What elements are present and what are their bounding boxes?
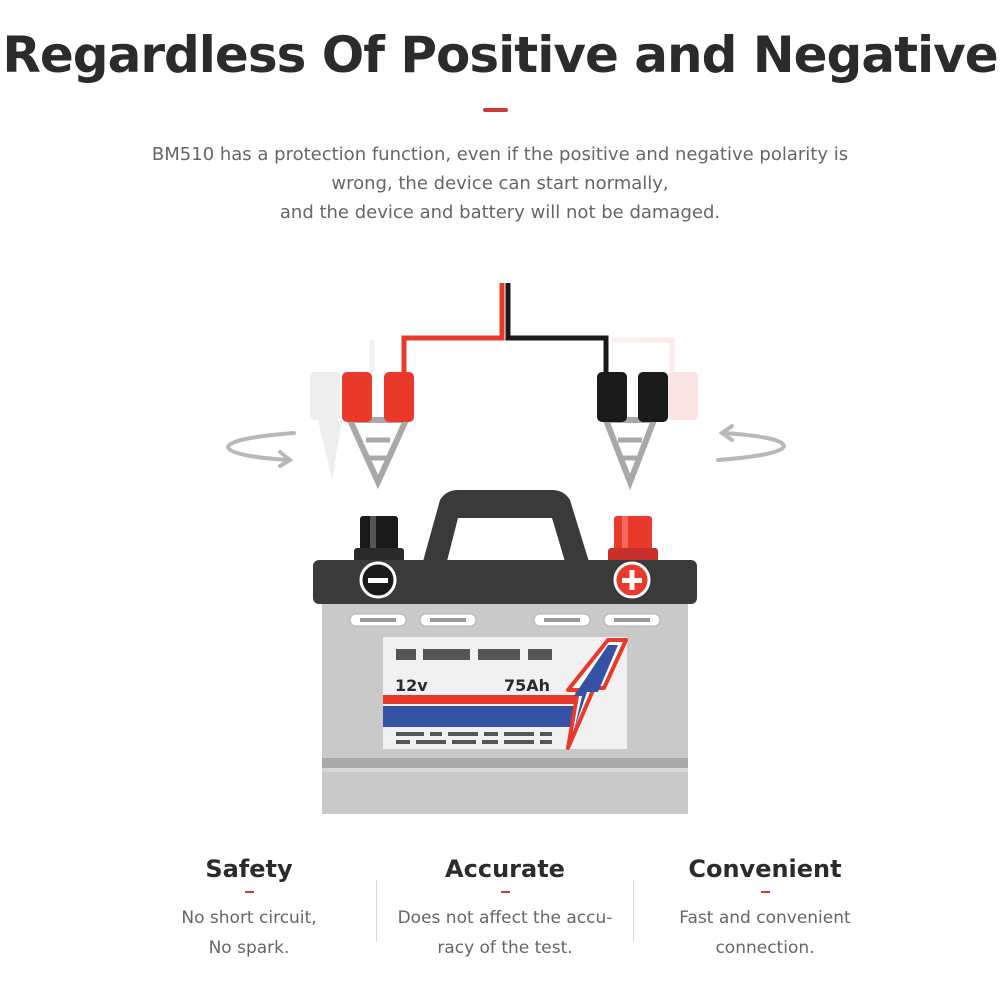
voltage-label: 12v [395,676,428,695]
description-line: and the device and battery will not be d… [279,202,721,223]
feature-description-line: Fast and convenient [679,908,851,928]
feature-title: Convenient [688,855,842,883]
red-clamp [342,372,414,490]
vent-caps [349,613,661,627]
ghost-clamp-right [612,337,698,420]
feature-divider [633,880,634,942]
positive-terminal [608,516,658,564]
feature-title: Accurate [445,855,565,883]
feature-description-line: racy of the test. [437,938,573,958]
feature-description: Does not affect the accu- racy of the te… [380,903,630,963]
red-cable [401,283,505,378]
lightning-bolt-icon [566,638,628,750]
battery-lid [313,560,697,604]
capacity-label: 75Ah [504,676,550,695]
feature-description-line: connection. [715,938,815,958]
feature-accurate: Accurate Does not affect the accu- racy … [380,850,630,963]
feature-convenient: Convenient Fast and convenient connectio… [640,850,890,963]
black-clamp [597,372,668,491]
battery-clamp-illustration: 12v 75Ah [225,283,787,814]
page-title: Regardless Of Positive and Negative [2,26,998,84]
feature-safety: Safety No short circuit, No spark. [124,850,374,963]
feature-description: Fast and convenient connection. [640,903,890,963]
feature-description-line: Does not affect the accu- [397,908,613,928]
feature-title: Safety [205,855,293,883]
title-accent-line [483,108,508,112]
feature-accent-dash [500,891,510,893]
negative-terminal [354,516,404,564]
feature-description: No short circuit, No spark. [124,903,374,963]
rotate-arrow-right-icon [716,424,787,462]
feature-description-line: No spark. [208,938,290,958]
feature-divider [376,880,377,942]
black-cable [505,283,609,378]
description: BM510 has a protection function, even if… [100,140,900,227]
feature-accent-dash [244,891,254,893]
description-line: BM510 has a protection function, even if… [151,144,849,165]
rotate-arrow-left-icon [225,431,296,468]
description-line: wrong, the device can start normally, [331,173,669,194]
ghost-clamp-left [310,340,375,480]
feature-accent-dash [760,891,770,893]
battery-handle [422,490,590,565]
feature-description-line: No short circuit, [181,908,317,928]
